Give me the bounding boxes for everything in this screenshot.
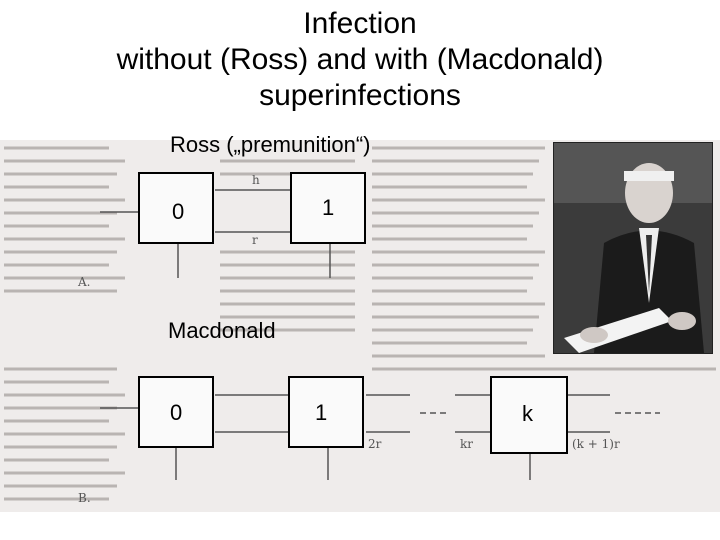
title-line-1: Infection (303, 7, 417, 40)
ross-arrows (100, 189, 331, 278)
macdonald-arrows (100, 394, 660, 480)
ross-state-0-label: 0 (172, 199, 185, 224)
slide-title: Infection without (Ross) and with (Macdo… (0, 6, 720, 114)
macdonald-k-plus-one-label: (k + 1)r (572, 437, 620, 451)
title-line-3: superinfections (259, 79, 461, 112)
macdonald-state-0-label: 0 (170, 400, 183, 425)
macdonald-kr-label: kr (460, 437, 473, 451)
ross-state-1-box (290, 172, 366, 244)
ross-state-1-label: 1 (322, 195, 335, 220)
title-line-2: without (Ross) and with (Macdonald) (116, 43, 604, 76)
macdonald-two-r-label: 2r (368, 437, 382, 451)
macdonald-state-0-box (138, 376, 214, 448)
macdonald-state-1-box (288, 376, 364, 448)
ross-state-0-box (138, 172, 214, 244)
ross-h-label: h (252, 173, 260, 187)
ross-a-label: A. (77, 275, 90, 289)
macdonald-state-k-box (490, 376, 568, 454)
ross-r-label: r (252, 233, 258, 247)
macdonald-state-1-label: 1 (315, 400, 328, 425)
macdonald-heading: Macdonald (168, 318, 276, 343)
macdonald-state-k-label: k (522, 401, 533, 426)
portrait-photo (553, 142, 713, 354)
ross-heading: Ross („premunition“) (170, 132, 371, 157)
macdonald-b-label: B. (78, 491, 91, 505)
